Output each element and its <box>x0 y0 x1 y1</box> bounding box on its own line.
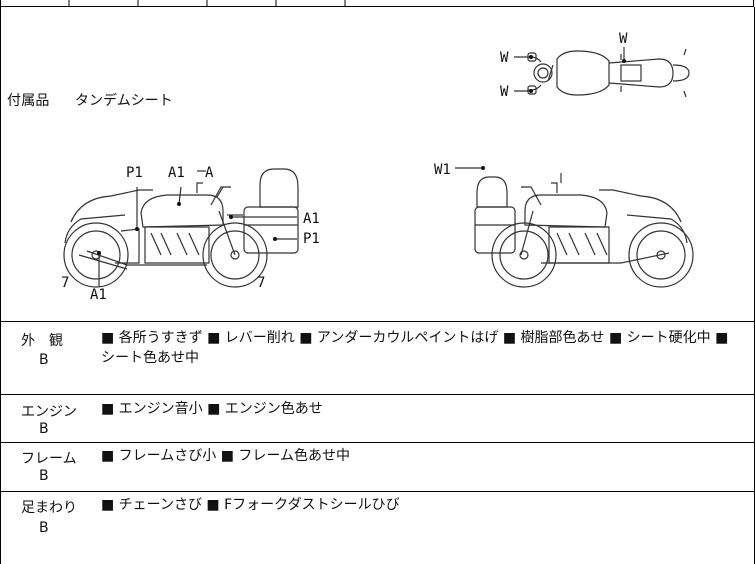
condition-grade: B <box>39 421 49 437</box>
marker-label: W <box>500 84 509 100</box>
marker-label: W <box>619 31 628 47</box>
accessory-label: 付属品 <box>7 93 50 109</box>
marker-label: P1 <box>303 231 320 247</box>
condition-grade: B <box>39 352 49 368</box>
marker-label: A <box>205 165 214 181</box>
top-view-motorcycle-icon <box>527 48 690 98</box>
condition-row-suspension: 足まわり B ■ チェーンさび ■ Fフォークダストシールひび <box>1 492 754 564</box>
condition-table: 外 観 B ■ 各所うすきず ■ レバー削れ ■ アンダーカウルペイントはげ ■… <box>0 322 755 564</box>
condition-description: ■ チェーンさび ■ Fフォークダストシールひび <box>101 497 400 513</box>
marker-label: A1 <box>303 211 320 227</box>
condition-category: フレーム <box>21 451 77 467</box>
condition-description: ■ 各所うすきず ■ レバー削れ ■ アンダーカウルペイントはげ ■ 樹脂部色あ… <box>101 330 729 366</box>
condition-grade: B <box>39 468 49 484</box>
marker-label: W1 <box>434 162 451 178</box>
condition-row-frame: フレーム B ■ フレームさび小 ■ フレーム色あせ中 <box>1 443 754 492</box>
condition-description: ■ フレームさび小 ■ フレーム色あせ中 <box>101 448 350 464</box>
motorcycle-damage-diagram: W W W P1 A1 A A1 P1 7 A1 7 W1 <box>61 31 694 303</box>
leader-lines <box>98 47 625 287</box>
damage-dots <box>97 55 626 255</box>
marker-label: A1 <box>90 287 107 303</box>
condition-category: エンジン <box>21 404 77 420</box>
accessory-panel: 付属品 タンデムシート <box>0 7 755 322</box>
marker-label: P1 <box>126 165 143 181</box>
right-view-motorcycle-icon <box>474 173 694 288</box>
condition-description: ■ エンジン音小 ■ エンジン色あせ <box>101 401 323 417</box>
condition-row-engine: エンジン B ■ エンジン音小 ■ エンジン色あせ <box>1 395 754 443</box>
top-table-strip <box>0 0 754 7</box>
marker-label: W <box>500 50 509 66</box>
left-view-motorcycle-icon <box>63 168 299 288</box>
accessory-value: タンデムシート <box>75 93 173 109</box>
condition-category: 足まわり <box>21 500 77 516</box>
marker-label: A1 <box>168 165 185 181</box>
condition-category: 外 観 <box>21 333 63 349</box>
condition-row-exterior: 外 観 B ■ 各所うすきず ■ レバー削れ ■ アンダーカウルペイントはげ ■… <box>1 322 754 395</box>
marker-label: 7 <box>61 275 69 291</box>
marker-label: 7 <box>257 275 265 291</box>
condition-grade: B <box>39 520 49 536</box>
